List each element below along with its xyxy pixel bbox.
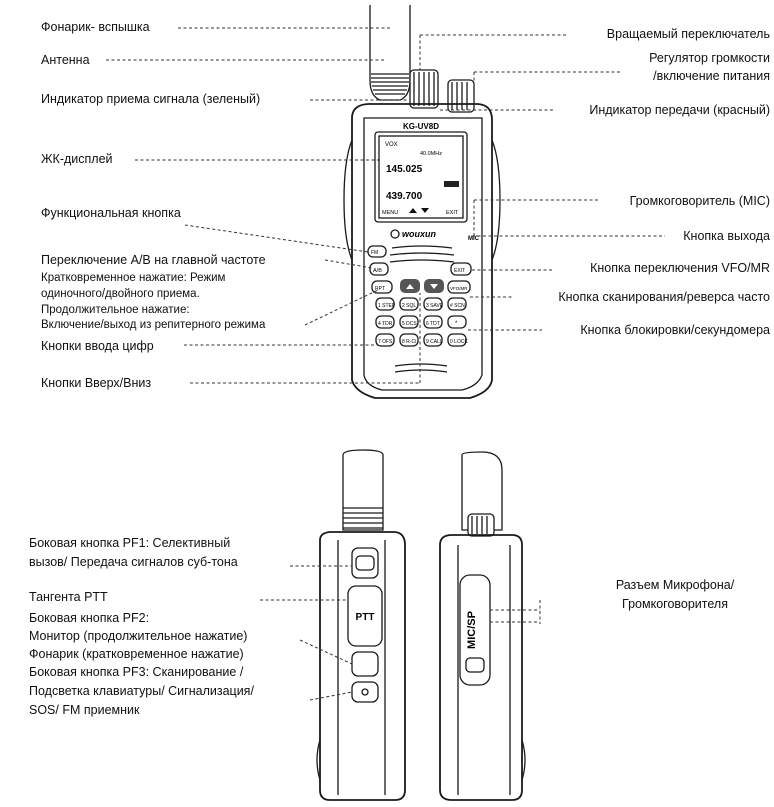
svg-text:*: *: [455, 321, 458, 327]
front-body: [351, 103, 493, 399]
lcd-small-line: 40.0MHz: [420, 151, 442, 157]
lcd-vox: VOX: [385, 142, 398, 148]
svg-text:7 OFS: 7 OFS: [378, 339, 393, 345]
svg-text:5 DCS: 5 DCS: [402, 321, 417, 327]
label-pf3-2: Подсветка клавиатуры/ Сигнализация/: [29, 684, 254, 698]
label-lcd: ЖК-дисплей: [41, 152, 113, 166]
svg-text:RPT: RPT: [375, 286, 385, 292]
svg-text:3 SAVE: 3 SAVE: [426, 303, 444, 309]
lcd-freq-a: 145.025: [386, 164, 423, 175]
side-body-right: [439, 534, 523, 801]
label-volume-2: /включение питания: [653, 69, 770, 83]
lcd-inner: [378, 135, 464, 219]
label-digit-keys: Кнопки ввода цифр: [41, 339, 154, 353]
label-short-press-2: одиночного/двойного приема.: [41, 288, 200, 300]
svg-text:EXIT: EXIT: [454, 268, 465, 274]
svg-text:# SCN: # SCN: [450, 303, 465, 309]
svg-text:2 SQL: 2 SQL: [402, 303, 416, 309]
label-pf2-3: Фонарик (кратковременное нажатие): [29, 647, 244, 661]
svg-text:FM: FM: [371, 250, 378, 256]
label-pf3-3: SOS/ FM приемник: [29, 703, 140, 717]
label-rx-indicator: Индикатор приема сигнала (зеленый): [41, 92, 261, 106]
speaker-grille: [389, 245, 455, 263]
label-pf3-1: Боковая кнопка PF3: Сканирование /: [29, 665, 244, 679]
svg-text:A/B: A/B: [373, 268, 382, 274]
label-ab-switch: Переключение A/B на главной частоте: [41, 253, 266, 267]
front-leader-lines: [106, 27, 665, 384]
key-fm: [367, 245, 387, 258]
label-ptt: Тангента PTT: [29, 590, 108, 604]
brand-label: wouxun: [402, 229, 436, 239]
lcd-screen: [374, 131, 468, 223]
key-vfomr: [447, 280, 471, 294]
rotary-knob: [409, 69, 439, 109]
side-antenna-ribs-left: [343, 507, 383, 529]
lcd-tag: [444, 181, 459, 187]
side-knob-right: [467, 513, 495, 537]
label-lock-key: Кнопка блокировки/секундомера: [580, 323, 770, 337]
mic-jack-cover: [459, 574, 491, 686]
key-rpt: [371, 280, 393, 294]
front-body-inner: [363, 117, 483, 391]
svg-text:PTT: PTT: [356, 612, 375, 623]
label-pf2-1: Боковая кнопка PF2:: [29, 611, 150, 625]
label-volume-1: Регулятор громкости: [649, 51, 770, 65]
label-tx-indicator: Индикатор передачи (красный): [589, 103, 770, 117]
label-pf1-1: Боковая кнопка PF1: Селективный: [29, 536, 231, 550]
svg-text:VFO/MR: VFO/MR: [450, 286, 468, 291]
key-exit: [450, 262, 472, 276]
svg-text:0 LOCK: 0 LOCK: [450, 339, 468, 345]
lcd-menu: MENU: [382, 210, 398, 216]
label-vfo-mr: Кнопка переключения VFO/MR: [590, 261, 770, 275]
keypad: FM A/B EXIT RPT VFO/MR 1 STEP 2 SQL 3 SA…: [367, 245, 472, 347]
svg-text:4 TDR: 4 TDR: [378, 321, 393, 327]
label-mic-jack-1: Разъем Микрофона/: [615, 578, 735, 592]
svg-text:6 TDT: 6 TDT: [426, 321, 440, 327]
label-updown-keys: Кнопки Вверх/Вниз: [41, 376, 152, 390]
brand-icon: [390, 229, 400, 239]
side-body-left: [319, 531, 406, 801]
bottom-mic: [394, 363, 448, 367]
model-label: KG-UV8D: [403, 122, 439, 131]
label-long-press-2: Включение/выход из репитерного режима: [41, 319, 266, 331]
pf3-button: [351, 681, 379, 703]
front-radio-drawing: KG-UV8D VOX 40.0MHz 145.025 439.700 MENU…: [343, 5, 501, 399]
svg-text:8 R-Ci: 8 R-Ci: [402, 339, 416, 345]
side-antenna-right: [461, 451, 503, 531]
side-leader-lines: [260, 565, 541, 701]
key-ab: [369, 262, 389, 276]
label-flashlight: Фонарик- вспышка: [41, 20, 150, 34]
right-grip: [491, 139, 501, 261]
label-speaker-mic: Громкоговоритель (MIC): [629, 194, 770, 208]
volume-knob: [447, 79, 475, 113]
lcd-exit: EXIT: [446, 210, 459, 216]
label-short-press-1: Кратковременное нажатие: Режим: [41, 272, 226, 284]
label-mic-jack-2: Громкоговорителя: [622, 597, 728, 611]
svg-text:1 STEP: 1 STEP: [378, 303, 396, 309]
label-antenna: Антенна: [41, 53, 90, 67]
label-scan-key: Кнопка сканирования/реверса часто: [558, 290, 770, 304]
label-pf1-2: вызов/ Передача сигналов суб-тона: [29, 555, 238, 569]
label-func-key: Функциональная кнопка: [41, 206, 181, 220]
svg-text:9 CALL: 9 CALL: [426, 339, 443, 345]
antenna-ribs: [371, 73, 409, 95]
label-long-press-1: Продолжительное нажатие:: [41, 304, 190, 316]
label-exit-key: Кнопка выхода: [683, 229, 770, 243]
lcd-freq-b: 439.700: [386, 191, 423, 202]
label-rotary-switch: Вращаемый переключатель: [606, 27, 770, 41]
left-side-drawing: PTT: [316, 449, 406, 801]
label-pf2-2: Монитор (продолжительное нажатие): [29, 629, 248, 643]
pf2-button: [351, 651, 379, 677]
left-grip: [343, 139, 353, 261]
side-antenna-left: [342, 449, 384, 531]
ptt-button: [347, 585, 383, 647]
right-side-drawing: MIC/SP: [439, 451, 526, 801]
lcd-arrows: [409, 208, 429, 213]
svg-text:MIC/SP: MIC/SP: [466, 611, 478, 649]
mic-label-front: MIC: [468, 236, 480, 242]
